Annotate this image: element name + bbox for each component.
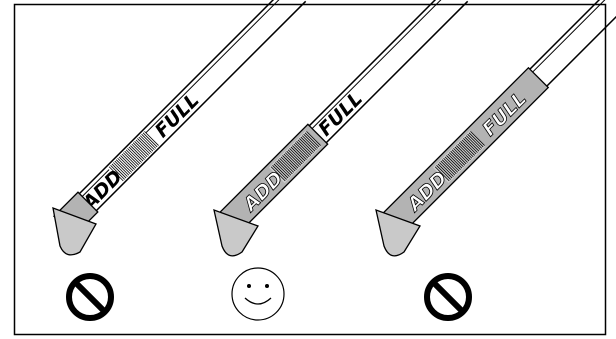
smiley-face-icon [231, 267, 285, 321]
hatch-line [453, 148, 468, 163]
hatch-line [132, 142, 148, 158]
hatch-line [141, 133, 157, 149]
hatch-line [294, 142, 310, 158]
oil-drip-1 [52, 206, 97, 256]
hatch-line [292, 145, 307, 160]
hatch-band-2 [268, 130, 322, 184]
hatch-line [470, 131, 485, 146]
hatch-line [135, 139, 151, 155]
hatch-line [444, 156, 460, 172]
hatch-line [279, 157, 295, 173]
hatch-line [275, 162, 290, 177]
hatch-line [131, 143, 147, 159]
hatch-line [451, 149, 467, 165]
hatch-line [137, 138, 152, 153]
hatch-line [142, 132, 158, 148]
hatch-line [286, 150, 302, 166]
hatch-line [125, 149, 141, 165]
hatch-line [299, 138, 314, 153]
hatch-line [303, 133, 319, 149]
hatch-line [460, 141, 475, 156]
hatch-line [434, 166, 450, 182]
hatch-line [448, 152, 464, 168]
hatch-line [287, 149, 303, 165]
hatch-line [454, 146, 470, 162]
hatch-line [436, 165, 451, 180]
hatch-line [280, 156, 296, 172]
hatch-line [437, 163, 453, 179]
hatch-line [301, 135, 317, 151]
prohibited-icon [424, 273, 472, 321]
hatch-line [463, 138, 478, 153]
hatch-line [118, 156, 134, 172]
hatch-line [461, 139, 477, 155]
hatch-line [300, 136, 316, 152]
hatch-line [277, 159, 293, 175]
hatch-line [139, 135, 155, 151]
hatch-line [457, 143, 473, 159]
prohibited-icon [66, 273, 114, 321]
hatch-line [113, 162, 128, 177]
hatch-line [121, 153, 137, 169]
hatch-line [130, 145, 145, 160]
hatch-line [108, 166, 124, 182]
hatch-line [293, 143, 309, 159]
hatch-line [114, 160, 130, 176]
hatch-line [134, 141, 149, 156]
hatch-band-1 [106, 130, 160, 184]
hatch-line [464, 136, 480, 152]
hatch-line [468, 132, 484, 148]
hatch-line [138, 136, 154, 152]
hatch-line [124, 150, 140, 166]
hatch-line [304, 132, 320, 148]
hatch-line [467, 133, 483, 149]
hatch-line [117, 157, 133, 173]
hatch-line [296, 141, 311, 156]
hatch-line [439, 162, 454, 177]
hatch-line [120, 155, 135, 170]
oil-drip-2 [213, 208, 259, 257]
hatch-line [306, 131, 321, 146]
hatch-line [122, 152, 138, 168]
hatch-line [276, 160, 292, 176]
hatch-line [272, 165, 287, 180]
hatch-line [458, 142, 474, 158]
hatch-line [284, 152, 300, 168]
hatch-line [446, 155, 461, 170]
hatch-line [289, 148, 304, 163]
hatch-band-3 [432, 130, 486, 184]
hatch-line [144, 131, 159, 146]
hatch-line [456, 145, 471, 160]
hatch-line [273, 163, 289, 179]
hatch-line [447, 153, 463, 169]
hatch-line [111, 163, 127, 179]
hatch-line [128, 146, 144, 162]
hatch-line [110, 165, 125, 180]
hatch-line [115, 159, 131, 175]
hatch-line [290, 146, 306, 162]
hatch-line [270, 166, 286, 182]
hatch-line [297, 139, 313, 155]
hatch-line [443, 157, 459, 173]
hatch-line [283, 153, 299, 169]
oil-drip-3 [375, 208, 421, 257]
hatch-line [440, 160, 456, 176]
hatch-line [441, 159, 457, 175]
hatch-line [127, 148, 142, 163]
hatch-line [465, 135, 481, 151]
hatch-line [282, 155, 297, 170]
hatch-line [450, 150, 466, 166]
